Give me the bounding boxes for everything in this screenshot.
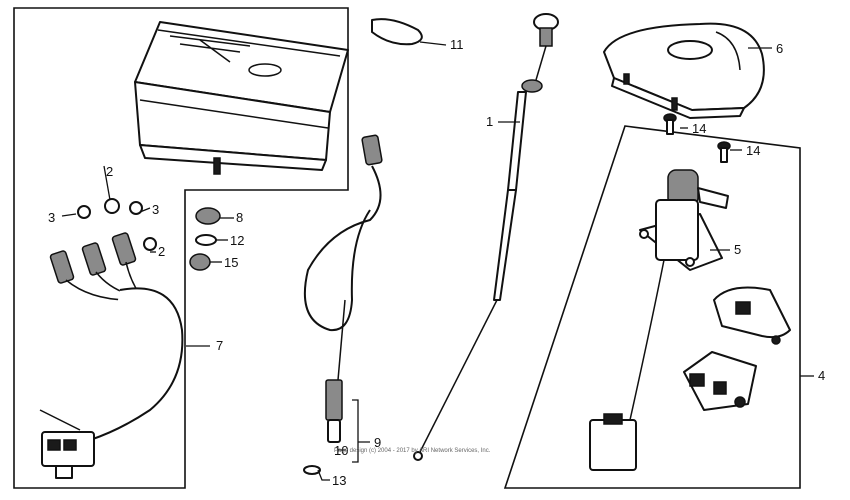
- grommet-part-8: [195, 207, 221, 225]
- ignition-switch-part-5: [589, 169, 729, 471]
- callout-10: 10: [334, 443, 348, 458]
- right-group-frame: [503, 125, 801, 489]
- callout-9: 9: [374, 435, 381, 450]
- callout-7: 7: [216, 338, 223, 353]
- speedometer-cable-part-9: [303, 134, 383, 475]
- callout-4: 4: [818, 368, 825, 383]
- callout-12: 12: [230, 233, 244, 248]
- callout-14a: 14: [692, 121, 706, 136]
- callout-8: 8: [236, 210, 243, 225]
- switch-housing-lower: [683, 351, 757, 411]
- callout-2a: 2: [106, 164, 113, 179]
- switch-housing-upper: [713, 286, 791, 345]
- nut-part-15: [189, 253, 211, 271]
- callout-3a: 3: [48, 210, 55, 225]
- callout-5: 5: [734, 242, 741, 257]
- callout-15: 15: [224, 255, 238, 270]
- screw-part-14a: [663, 113, 677, 135]
- gasket-part-11: [371, 18, 423, 46]
- wiring-harness-part-7: [39, 232, 184, 479]
- callout-3b: 3: [152, 202, 159, 217]
- screw-part-14b: [717, 141, 731, 163]
- callout-6: 6: [776, 41, 783, 56]
- callout-1: 1: [486, 114, 493, 129]
- callout-14b: 14: [746, 143, 760, 158]
- left-group-frame: [13, 7, 349, 489]
- speedometer-assembly: [134, 21, 349, 175]
- copyright-notice: Page design (c) 2004 - 2017 by ARI Netwo…: [334, 448, 491, 454]
- bulb-part-2-3: [77, 198, 157, 251]
- callout-11: 11: [450, 37, 464, 52]
- callouts: 1 2 2 3 3 4 5 6 7 8 9 10 11 12 13 14 14 …: [48, 37, 825, 488]
- callout-2b: 2: [158, 244, 165, 259]
- cable-part-1: [413, 13, 559, 461]
- leader-lines: [61, 41, 814, 481]
- meter-cover-part-6: [603, 22, 765, 119]
- washer-part-12: [195, 234, 217, 246]
- callout-13: 13: [332, 473, 346, 488]
